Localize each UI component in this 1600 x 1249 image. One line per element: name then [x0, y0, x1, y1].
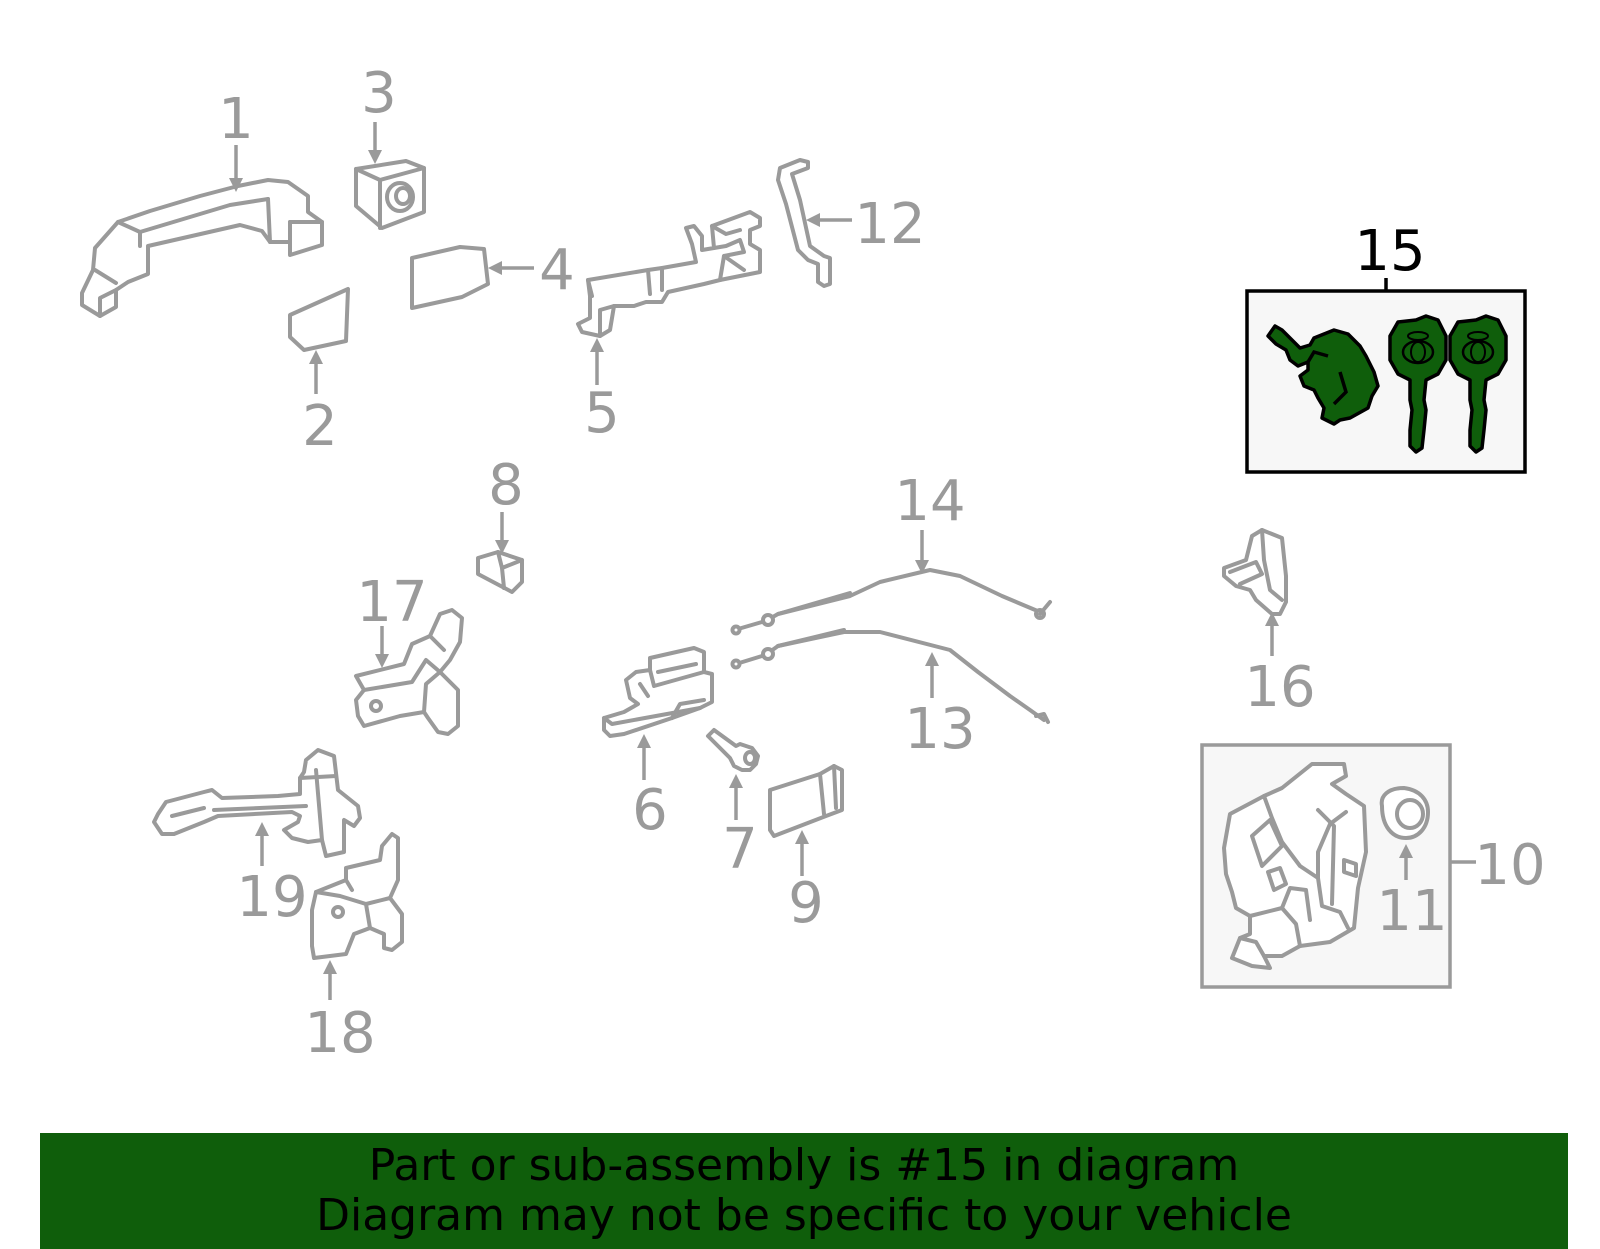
- part-13-cable[interactable]: [730, 628, 1050, 724]
- part-3-cylinder-cap[interactable]: [354, 159, 426, 230]
- leader-16: [1265, 612, 1279, 656]
- part-19-door-check[interactable]: [152, 748, 362, 858]
- part-15-lock-cylinder[interactable]: [1266, 324, 1380, 426]
- leader-6: [637, 734, 651, 780]
- callout-14: 14: [894, 469, 965, 534]
- part-12-rod[interactable]: [776, 158, 832, 288]
- callout-18: 18: [304, 1001, 375, 1066]
- leader-9: [795, 830, 809, 876]
- callout-8: 8: [488, 453, 524, 518]
- part-16-striker[interactable]: [1222, 528, 1288, 616]
- part-18-lower-hinge[interactable]: [310, 832, 404, 960]
- callout-7: 7: [722, 817, 758, 882]
- leader-17: [375, 626, 389, 668]
- leader-5: [590, 338, 604, 385]
- part-5-handle-frame[interactable]: [576, 210, 762, 338]
- banner-line-1: Part or sub-assembly is #15 in diagram: [368, 1140, 1240, 1191]
- leader-2: [309, 350, 323, 394]
- leader-3: [368, 122, 382, 164]
- part-17-hinge[interactable]: [354, 608, 464, 736]
- callout-4: 4: [539, 238, 575, 303]
- callout-5: 5: [584, 381, 620, 446]
- callout-10: 10: [1474, 833, 1545, 898]
- part-11-grommet[interactable]: [1379, 786, 1430, 840]
- part-8-clip[interactable]: [476, 550, 524, 594]
- leader-19: [255, 822, 269, 866]
- callout-6: 6: [632, 778, 668, 843]
- callout-12: 12: [854, 192, 925, 257]
- part-15-key-2[interactable]: [1448, 314, 1508, 454]
- banner-background: [40, 1133, 1568, 1249]
- callout-2: 2: [302, 394, 338, 459]
- callout-17: 17: [356, 570, 427, 635]
- part-7-screw[interactable]: [706, 728, 760, 772]
- callout-9: 9: [788, 871, 824, 936]
- part-1-outside-handle[interactable]: [80, 178, 324, 318]
- part-4-pad[interactable]: [410, 245, 490, 310]
- leader-4: [488, 261, 534, 275]
- leader-11: [1399, 844, 1413, 880]
- callout-16: 16: [1244, 655, 1315, 720]
- callout-11: 11: [1376, 879, 1447, 944]
- part-15-key-1[interactable]: [1388, 314, 1448, 454]
- part-2-handle-cover[interactable]: [288, 287, 350, 352]
- callout-15: 15: [1354, 219, 1425, 284]
- part-10-latch-assembly[interactable]: [1222, 762, 1368, 970]
- leader-13: [925, 652, 939, 698]
- leader-1: [229, 145, 243, 192]
- info-banner: Part or sub-assembly is #15 in diagram D…: [40, 1133, 1568, 1249]
- banner-line-2: Diagram may not be specific to your vehi…: [316, 1190, 1292, 1241]
- callout-19: 19: [236, 865, 307, 930]
- leader-8: [495, 512, 509, 554]
- callout-3: 3: [361, 61, 397, 126]
- leader-12: [806, 213, 852, 227]
- leader-14: [915, 530, 929, 574]
- leader-18: [323, 960, 337, 1000]
- part-6-inside-handle[interactable]: [602, 646, 714, 738]
- callout-13: 13: [904, 697, 975, 762]
- leader-7: [729, 774, 743, 820]
- part-9-module[interactable]: [768, 764, 844, 838]
- callout-1: 1: [218, 87, 254, 152]
- part-14-cable[interactable]: [730, 568, 1052, 636]
